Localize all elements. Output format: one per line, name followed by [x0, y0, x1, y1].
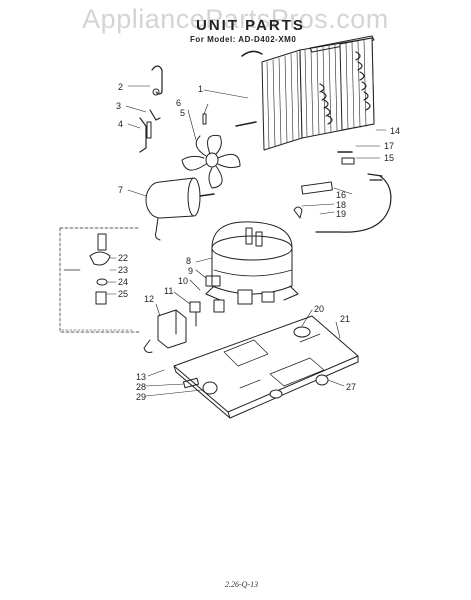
callout-23: 23: [118, 265, 128, 275]
callout-1: 1: [198, 84, 203, 94]
coil-assembly: [235, 35, 375, 151]
callout-7: 7: [118, 185, 123, 195]
callout-24: 24: [118, 277, 128, 287]
callout-9: 9: [188, 266, 193, 276]
capacitor: [143, 309, 187, 353]
callout-21: 21: [340, 314, 350, 324]
fan-motor: [145, 177, 215, 241]
spacer-28: [182, 377, 200, 389]
callout-6: 6: [176, 98, 181, 108]
callout-3: 3: [116, 101, 121, 111]
callout-16: 16: [336, 190, 346, 200]
callout-25: 25: [118, 289, 128, 299]
thermostat-bulb-part: [139, 109, 161, 153]
fitting-15: [341, 157, 355, 165]
relay-parts: [189, 275, 225, 327]
watermark-text: AppliancePartsPros.com: [82, 4, 389, 34]
callout-29: 29: [136, 392, 146, 402]
model-line: For Model: AD-D402-XM0: [190, 35, 297, 44]
callout-4: 4: [118, 119, 123, 129]
callout-13: 13: [136, 372, 146, 382]
callout-18: 18: [336, 200, 346, 210]
callout-27: 27: [346, 382, 356, 392]
set-screw: [202, 113, 207, 125]
diagram-title: UNIT PARTS: [196, 17, 305, 34]
capillary-tube-part: [151, 65, 163, 96]
fan-blade: [181, 134, 241, 189]
footer-code: 2.26-Q-13: [225, 580, 259, 589]
callout-14: 14: [390, 126, 400, 136]
callout-5: 5: [180, 108, 185, 118]
callout-12: 12: [144, 294, 154, 304]
callout-10: 10: [178, 276, 188, 286]
grommet-29: [202, 381, 218, 395]
callout-19: 19: [336, 209, 346, 219]
wire-nut-18: [293, 206, 303, 219]
callout-15: 15: [384, 153, 394, 163]
callout-2: 2: [118, 82, 123, 92]
callout-8: 8: [186, 256, 191, 266]
callout-20: 20: [314, 304, 324, 314]
insulation-strip-16: [301, 181, 333, 195]
power-cord-19: [315, 175, 392, 233]
callout-28: 28: [136, 382, 146, 392]
callout-17: 17: [384, 141, 394, 151]
compressor: [205, 221, 299, 305]
grommet-27: [315, 374, 329, 386]
detail-inset: [59, 227, 141, 333]
callout-22: 22: [118, 253, 128, 263]
base-pan: [173, 315, 359, 419]
callout-11: 11: [164, 286, 173, 296]
